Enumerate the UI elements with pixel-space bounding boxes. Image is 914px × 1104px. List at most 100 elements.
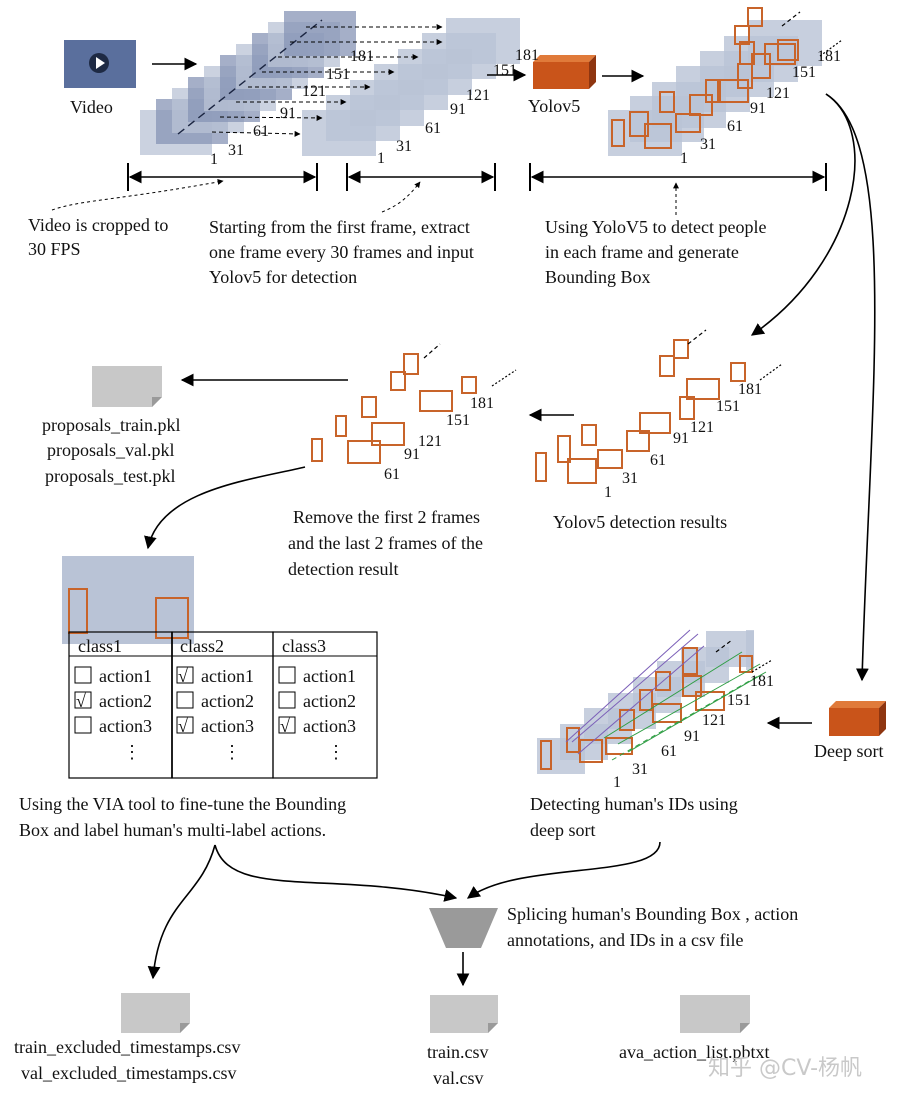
- funnel-icon: [429, 908, 498, 948]
- frame-number: 1: [377, 150, 385, 167]
- checkbox-checkmark: √: [178, 716, 188, 736]
- action-checkbox: [278, 716, 296, 734]
- caption-crop: Video is cropped to 30 FPS: [28, 215, 173, 259]
- via-frame-image: [62, 556, 194, 644]
- tracked-bounding-box: [639, 689, 653, 711]
- frame-number: 1: [680, 150, 688, 167]
- ids-to-merge-arrow: [466, 841, 661, 899]
- frame-number: 31: [700, 136, 716, 153]
- tracked-bounding-box: [682, 647, 698, 675]
- detection-bounding-box: [739, 41, 755, 65]
- diagram-foreground-layer: 1316191121151181131619112115118113161911…: [210, 7, 843, 791]
- to-deepsort-arrow: [825, 93, 876, 682]
- proposal-bounding-box: [461, 376, 477, 394]
- frame-number: 1: [210, 151, 218, 168]
- id-track-line-purple: [577, 645, 705, 755]
- detection-bounding-box: [705, 79, 721, 103]
- frame-number: 151: [716, 398, 740, 415]
- detection-bounding-box: [659, 91, 675, 113]
- detection-bounding-box: [717, 79, 749, 103]
- deepsort-label: Deep sort: [814, 741, 883, 761]
- detection-bounding-box: [777, 39, 799, 61]
- detection-bounding-box: [644, 123, 672, 149]
- span-bar-extract: [346, 163, 496, 191]
- id-track-line-purple: [571, 633, 699, 743]
- frame-number: 151: [326, 66, 350, 83]
- tracked-bounding-box: [682, 675, 702, 697]
- continuation-dash: [751, 659, 773, 673]
- tracked-bounding-box: [619, 709, 635, 731]
- frame-number: 181: [350, 48, 374, 65]
- frame-number: 91: [684, 728, 700, 745]
- via-to-merge-arrow: [214, 844, 458, 902]
- detection-bounding-box: [659, 355, 675, 377]
- continuation-dash: [759, 363, 783, 381]
- orange-box-icon: [829, 701, 886, 736]
- video-label: Video: [70, 97, 113, 117]
- frame-number: 31: [622, 470, 638, 487]
- detection-bounding-box: [764, 43, 796, 65]
- frame-number: 91: [404, 446, 420, 463]
- detection-bounding-box: [734, 25, 750, 45]
- id-track-line-green: [627, 671, 767, 753]
- via-label-table: [68, 631, 378, 779]
- class-header: class2: [180, 636, 224, 656]
- extract-callout-pointer: [381, 181, 421, 213]
- action-label: action3: [99, 716, 152, 736]
- more-actions-ellipsis: ⋮: [123, 742, 141, 762]
- proposal-bounding-box: [361, 396, 377, 418]
- action-label: action3: [201, 716, 254, 736]
- detection-bounding-box: [689, 94, 713, 116]
- detection-caption: Yolov5 detection results: [553, 512, 727, 532]
- detection-bounding-box: [747, 7, 763, 27]
- frame-number: 91: [450, 101, 466, 118]
- frame-number: 181: [750, 673, 774, 690]
- tracked-bounding-box: [540, 740, 552, 770]
- document-icon: [430, 995, 498, 1033]
- detection-bounding-box: [639, 412, 671, 434]
- action-label: action1: [99, 666, 152, 686]
- to-excluded-arrow: [147, 844, 216, 980]
- id-track-line-green: [611, 675, 759, 761]
- frame-number: 121: [418, 433, 442, 450]
- continuation-dash: [781, 11, 801, 27]
- detection-bounding-box: [673, 339, 689, 359]
- frame-number: 121: [302, 83, 326, 100]
- caption-extract: Starting from the first frame, extract o…: [209, 217, 478, 287]
- frame-number: 61: [661, 743, 677, 760]
- frame-number: 121: [466, 87, 490, 104]
- detection-bounding-box: [626, 430, 650, 452]
- via-bounding-box: [68, 588, 88, 634]
- caption-detect: Using YoloV5 to detect people in each fr…: [545, 217, 771, 287]
- frame-number: 91: [673, 430, 689, 447]
- frame-number: 31: [396, 138, 412, 155]
- action-label: action3: [303, 716, 356, 736]
- action-checkbox: [176, 716, 194, 734]
- continuation-dash: [687, 329, 707, 345]
- frame-number: 181: [515, 47, 539, 64]
- id-track-line-green: [603, 651, 743, 739]
- sampled-frame: [446, 18, 520, 64]
- frame-number: 151: [727, 692, 751, 709]
- proposal-bounding-box: [311, 438, 323, 462]
- to-via-arrow: [144, 466, 306, 550]
- action-checkbox: [74, 716, 92, 734]
- excluded-file-list: train_excluded_timestamps.csv val_exclud…: [14, 1037, 245, 1083]
- proposal-bounding-box: [390, 371, 406, 391]
- id-track-line-purple: [565, 629, 691, 743]
- splice-caption: Splicing human's Bounding Box , action a…: [507, 904, 803, 950]
- pbtxt-file: ava_action_list.pbtxt: [619, 1042, 769, 1062]
- detection-bounding-box: [597, 449, 623, 469]
- class-header: class3: [282, 636, 326, 656]
- class-header: class1: [78, 636, 122, 656]
- checkbox-checkmark: √: [280, 716, 290, 736]
- document-icon: [680, 995, 750, 1033]
- more-actions-ellipsis: ⋮: [327, 742, 345, 762]
- proposal-file-list: proposals_train.pkl proposals_val.pkl pr…: [42, 415, 185, 486]
- frame-number: 61: [253, 123, 269, 140]
- detection-bounding-box: [557, 435, 571, 463]
- frame-diagonal-guide: [177, 19, 323, 135]
- action-label: action2: [99, 691, 152, 711]
